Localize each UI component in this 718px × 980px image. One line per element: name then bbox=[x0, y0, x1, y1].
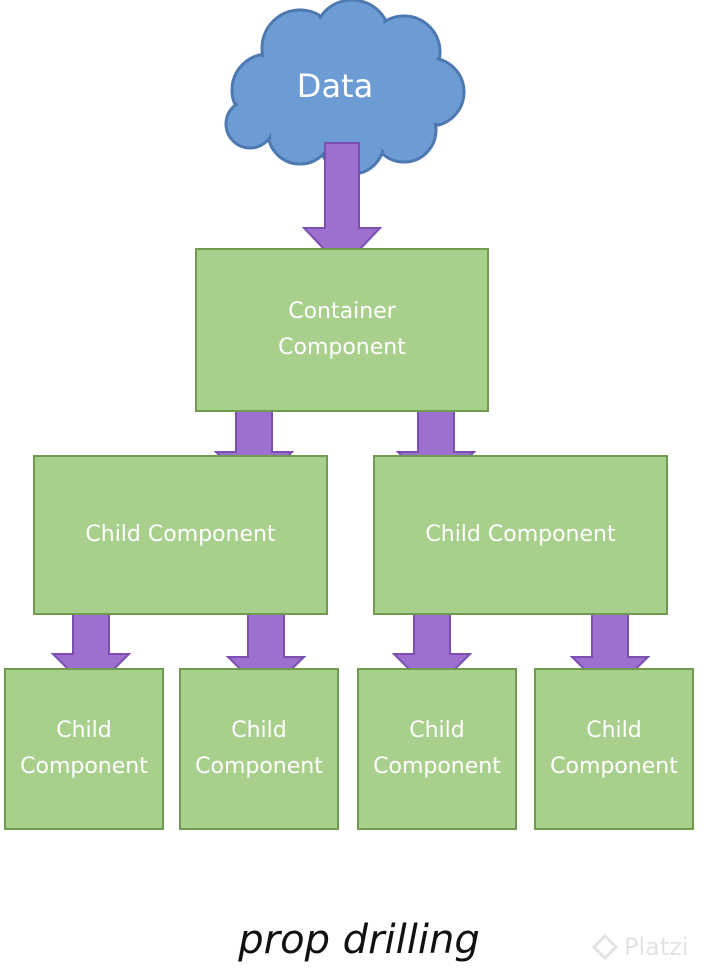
grandchild-label-line-1: Child bbox=[409, 718, 465, 743]
child-component-box-left: Child Component bbox=[33, 455, 328, 615]
grandchild-component-box-2: Child Component bbox=[179, 668, 339, 830]
grandchild-label-line-2: Component bbox=[550, 754, 678, 779]
grandchild-component-box-3: Child Component bbox=[357, 668, 517, 830]
grandchild-component-box-4: Child Component bbox=[534, 668, 694, 830]
grandchild-label-line-2: Component bbox=[20, 754, 148, 779]
grandchild-label-line-1: Child bbox=[56, 718, 112, 743]
platzi-watermark: Platzi bbox=[592, 930, 689, 964]
cloud-label: Data bbox=[296, 67, 374, 105]
watermark-text: Platzi bbox=[624, 933, 689, 961]
grandchild-component-box-1: Child Component bbox=[4, 668, 164, 830]
container-label-line-2: Component bbox=[278, 335, 406, 360]
child-component-label: Child Component bbox=[85, 522, 276, 547]
grandchild-label-line-1: Child bbox=[586, 718, 642, 743]
grandchild-label-line-1: Child bbox=[231, 718, 287, 743]
child-component-box-right: Child Component bbox=[373, 455, 668, 615]
container-component-box: Container Component bbox=[195, 248, 489, 412]
grandchild-label-line-2: Component bbox=[195, 754, 323, 779]
child-component-label: Child Component bbox=[425, 522, 616, 547]
container-label-line-1: Container bbox=[288, 299, 396, 324]
caption: prop drilling bbox=[238, 917, 480, 963]
container-component-label: Container Component bbox=[278, 294, 406, 366]
grandchild-label-line-2: Component bbox=[373, 754, 501, 779]
platzi-logo-icon bbox=[592, 934, 618, 960]
